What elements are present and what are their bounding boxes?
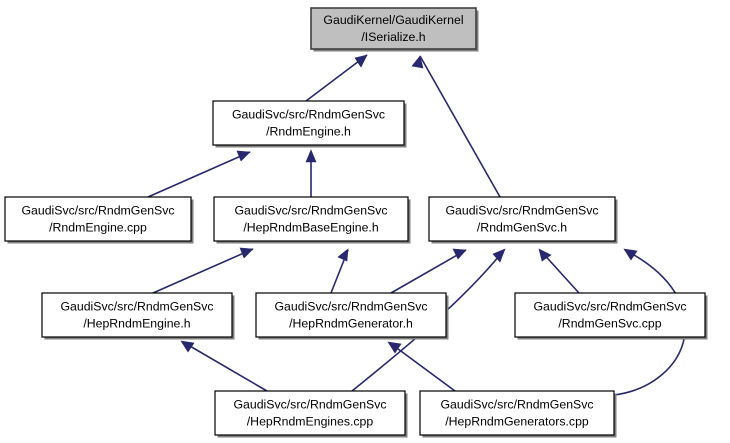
node-rect[interactable] bbox=[213, 196, 409, 242]
node-rect[interactable] bbox=[419, 390, 615, 436]
node-label-line2: /HepRndmGenerators.cpp bbox=[445, 414, 589, 428]
edge-line bbox=[147, 151, 251, 198]
edge-heprndmengine_h-to-heprndmbaseengine_h bbox=[152, 247, 254, 294]
arrowhead-icon bbox=[623, 248, 638, 261]
edge-heprndmgenerator_h-to-heprndmbaseengine_h bbox=[330, 248, 349, 294]
graph-node-heprndmengines_cpp[interactable]: GaudiSvc/src/RndmGenSvc/HepRndmEngines.c… bbox=[214, 390, 408, 438]
graph-node-rndmengine_h[interactable]: GaudiSvc/src/RndmGenSvc/RndmEngine.h bbox=[212, 100, 407, 148]
graph-node-iserialize[interactable]: GaudiKernel/GaudiKernel/ISerialize.h bbox=[310, 7, 479, 52]
graph-node-rndmgensvc_h[interactable]: GaudiSvc/src/RndmGenSvc/RndmGenSvc.h bbox=[428, 196, 618, 244]
edge-line bbox=[182, 341, 268, 392]
node-label-line2: /ISerialize.h bbox=[361, 30, 425, 44]
arrowhead-icon bbox=[239, 247, 254, 259]
node-label-line2: /HepRndmGenerator.h bbox=[289, 316, 413, 330]
edge-line bbox=[389, 342, 456, 392]
node-label-line2: /RndmEngine.cpp bbox=[49, 220, 147, 234]
arrowhead-icon bbox=[180, 340, 195, 353]
node-label-line2: /HepRndmEngine.h bbox=[83, 316, 190, 330]
node-rect[interactable] bbox=[255, 292, 447, 338]
edge-heprndmengines_cpp-to-heprndmengine_h bbox=[180, 340, 268, 392]
edge-rndmgensvc_cpp-to-rndmgensvc_h bbox=[538, 248, 580, 294]
node-rect[interactable] bbox=[214, 390, 406, 436]
edge-line bbox=[419, 55, 501, 198]
node-label-line1: GaudiSvc/src/RndmGenSvc bbox=[274, 299, 427, 313]
graph-node-heprndmgenerators_cpp[interactable]: GaudiSvc/src/RndmGenSvc/HepRndmGenerator… bbox=[419, 390, 617, 438]
node-rect[interactable] bbox=[212, 100, 405, 146]
node-label-line1: GaudiSvc/src/RndmGenSvc bbox=[233, 397, 386, 411]
arrowhead-icon bbox=[305, 149, 317, 163]
graph-node-rndmengine_cpp[interactable]: GaudiSvc/src/RndmGenSvc/RndmEngine.cpp bbox=[4, 196, 194, 244]
edge-line bbox=[390, 249, 467, 294]
node-rect[interactable] bbox=[428, 196, 616, 242]
edge-heprndmgenerators_cpp-to-heprndmgenerator_h bbox=[387, 341, 456, 392]
arrowhead-icon bbox=[492, 248, 506, 263]
edge-rndmengine_cpp-to-rndmengine_h bbox=[147, 150, 251, 198]
node-label-line1: GaudiKernel/GaudiKernel bbox=[323, 13, 463, 27]
arrowhead-icon bbox=[452, 248, 467, 260]
node-rect[interactable] bbox=[514, 292, 706, 338]
graph-node-rndmgensvc_cpp[interactable]: GaudiSvc/src/RndmGenSvc/RndmGenSvc.cpp bbox=[514, 292, 708, 340]
node-label-line1: GaudiSvc/src/RndmGenSvc bbox=[232, 107, 385, 121]
graph-node-heprndmengine_h[interactable]: GaudiSvc/src/RndmGenSvc/HepRndmEngine.h bbox=[41, 292, 235, 340]
node-label-line1: GaudiSvc/src/RndmGenSvc bbox=[60, 299, 213, 313]
edge-rndmengine_h-to-iserialize bbox=[305, 54, 368, 102]
node-label-line2: /HepRndmBaseEngine.h bbox=[243, 220, 379, 234]
arrowhead-icon bbox=[538, 248, 552, 262]
node-label-line2: /RndmEngine.h bbox=[266, 124, 351, 138]
edge-heprndmgenerator_h-to-rndmgensvc_h bbox=[390, 248, 467, 294]
edge-rndmgensvc_h-to-iserialize bbox=[411, 55, 501, 198]
node-layer: GaudiKernel/GaudiKernel/ISerialize.hGaud… bbox=[4, 7, 708, 438]
node-label-line2: /RndmGenSvc.cpp bbox=[558, 316, 661, 330]
arrowhead-icon bbox=[411, 55, 424, 69]
edge-line bbox=[152, 248, 254, 294]
arrowhead-icon bbox=[387, 341, 402, 354]
arrowhead-icon bbox=[236, 150, 251, 162]
node-rect[interactable] bbox=[310, 7, 477, 50]
node-label-line1: GaudiSvc/src/RndmGenSvc bbox=[445, 203, 598, 217]
node-label-line1: GaudiSvc/src/RndmGenSvc bbox=[21, 203, 174, 217]
graph-node-heprndmbaseengine_h[interactable]: GaudiSvc/src/RndmGenSvc/HepRndmBaseEngin… bbox=[213, 196, 411, 244]
node-label-line1: GaudiSvc/src/RndmGenSvc bbox=[234, 203, 387, 217]
node-label-line1: GaudiSvc/src/RndmGenSvc bbox=[533, 299, 686, 313]
node-rect[interactable] bbox=[41, 292, 233, 338]
node-label-line2: /HepRndmEngines.cpp bbox=[247, 414, 374, 428]
arrowhead-icon bbox=[337, 248, 349, 262]
edge-heprndmbaseengine_h-to-rndmengine_h bbox=[305, 149, 317, 197]
edge-line bbox=[305, 54, 368, 102]
node-rect[interactable] bbox=[4, 196, 192, 242]
arrowhead-icon bbox=[354, 54, 368, 68]
node-label-line2: /RndmGenSvc.h bbox=[477, 220, 567, 234]
node-label-line1: GaudiSvc/src/RndmGenSvc bbox=[440, 397, 593, 411]
graph-node-heprndmgenerator_h[interactable]: GaudiSvc/src/RndmGenSvc/HepRndmGenerator… bbox=[255, 292, 449, 340]
